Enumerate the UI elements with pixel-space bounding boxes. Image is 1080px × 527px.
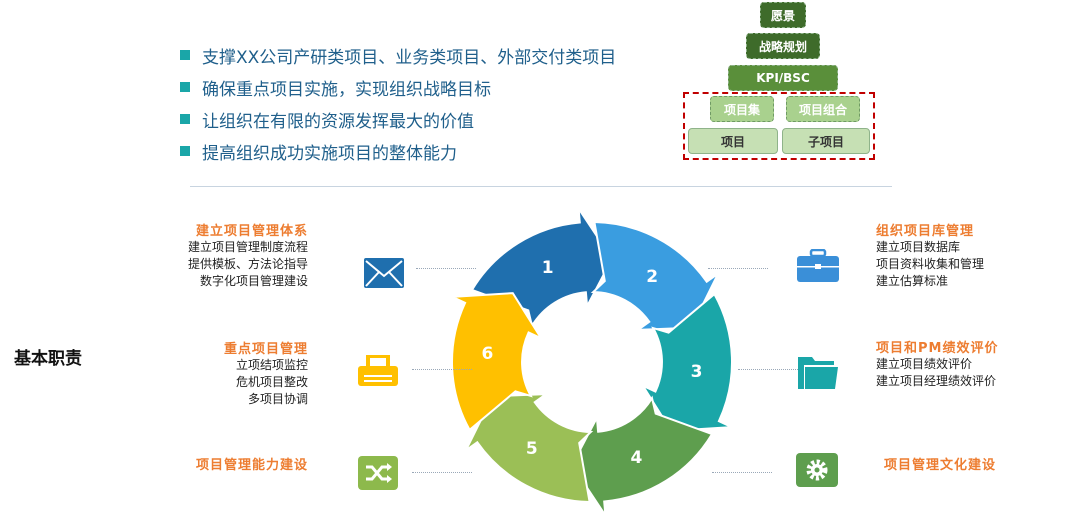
folder-icon bbox=[798, 357, 838, 389]
subproject-box: 子项目 bbox=[782, 128, 870, 154]
cycle-label-2: 2 bbox=[646, 267, 658, 287]
shuffle-icon bbox=[358, 456, 398, 490]
item-line: 建立项目经理绩效评价 bbox=[876, 374, 997, 388]
program-box: 项目集 bbox=[710, 96, 774, 122]
connector bbox=[412, 472, 472, 473]
project-box: 项目 bbox=[688, 128, 778, 154]
right-item-1: 组织项目库管理 建立项目数据库 项目资料收集和管理 建立估算标准 bbox=[876, 220, 984, 290]
gear-icon bbox=[796, 453, 838, 487]
item-title: 组织项目库管理 bbox=[876, 224, 975, 239]
left-item-2: 重点项目管理 立项结项监控 危机项目整改 多项目协调 bbox=[224, 338, 308, 408]
cycle-segment-6 bbox=[451, 292, 544, 432]
briefcase-icon bbox=[797, 249, 839, 282]
mail-icon bbox=[364, 258, 404, 288]
connector bbox=[416, 268, 476, 269]
divider bbox=[190, 186, 892, 187]
bullet-text: 支撑XX公司产研类项目、业务类项目、外部交付类项目 bbox=[202, 47, 617, 68]
connector bbox=[412, 369, 472, 370]
project-frame bbox=[683, 92, 875, 160]
bullet-2: 确保重点项目实施，实现组织战略目标 bbox=[180, 74, 491, 100]
left-item-1: 建立项目管理体系 建立项目管理制度流程 提供模板、方法论指导 数字化项目管理建设 bbox=[188, 220, 308, 290]
bullet-3: 让组织在有限的资源发挥最大的价值 bbox=[180, 106, 474, 132]
connector bbox=[712, 472, 772, 473]
strategy-box: 战略规划 bbox=[746, 33, 820, 59]
cycle-label-3: 3 bbox=[691, 362, 703, 382]
cycle-segment-4 bbox=[570, 395, 714, 516]
item-title: 项目管理能力建设 bbox=[195, 458, 308, 473]
cycle-label-6: 6 bbox=[481, 344, 493, 364]
bullet-1: 支撑XX公司产研类项目、业务类项目、外部交付类项目 bbox=[180, 42, 616, 68]
item-line: 立项结项监控 bbox=[235, 358, 308, 372]
portfolio-box: 项目组合 bbox=[786, 96, 860, 122]
bullet-text: 确保重点项目实施，实现组织战略目标 bbox=[202, 79, 491, 100]
cycle-segment-3 bbox=[640, 292, 733, 432]
kpi-box: KPI/BSC bbox=[728, 65, 838, 91]
connector bbox=[708, 268, 768, 269]
item-line: 危机项目整改 bbox=[235, 375, 308, 389]
left-item-3: 项目管理能力建设 bbox=[196, 454, 308, 473]
item-title: 项目管理文化建设 bbox=[884, 458, 997, 473]
cycle-segment-5 bbox=[465, 392, 594, 504]
item-line: 提供模板、方法论指导 bbox=[187, 257, 308, 271]
right-item-3: 项目管理文化建设 bbox=[884, 454, 996, 473]
item-title: 项目和PM绩效评价 bbox=[876, 341, 999, 356]
bullet-text: 让组织在有限的资源发挥最大的价值 bbox=[202, 111, 474, 132]
printer-icon bbox=[358, 355, 398, 386]
item-title: 重点项目管理 bbox=[223, 342, 308, 357]
cycle-label-1: 1 bbox=[542, 258, 554, 278]
item-line: 数字化项目管理建设 bbox=[199, 274, 308, 288]
bullet-text: 提高组织成功实施项目的整体能力 bbox=[202, 143, 457, 164]
item-line: 建立项目绩效评价 bbox=[876, 357, 973, 371]
side-title: 基本职责 bbox=[14, 349, 82, 369]
vision-box: 愿景 bbox=[760, 2, 806, 28]
cycle-label-5: 5 bbox=[526, 439, 538, 459]
item-line: 建立项目数据库 bbox=[876, 240, 961, 254]
cycle-label-4: 4 bbox=[630, 448, 642, 468]
right-item-2: 项目和PM绩效评价 建立项目绩效评价 建立项目经理绩效评价 bbox=[876, 337, 998, 390]
item-line: 建立项目管理制度流程 bbox=[187, 240, 308, 254]
cycle-segment-2 bbox=[590, 220, 719, 332]
connector bbox=[738, 369, 798, 370]
item-title: 建立项目管理体系 bbox=[195, 224, 308, 239]
item-line: 项目资料收集和管理 bbox=[876, 257, 985, 271]
item-line: 多项目协调 bbox=[247, 392, 308, 406]
bullet-4: 提高组织成功实施项目的整体能力 bbox=[180, 138, 457, 164]
item-line: 建立估算标准 bbox=[876, 274, 949, 288]
